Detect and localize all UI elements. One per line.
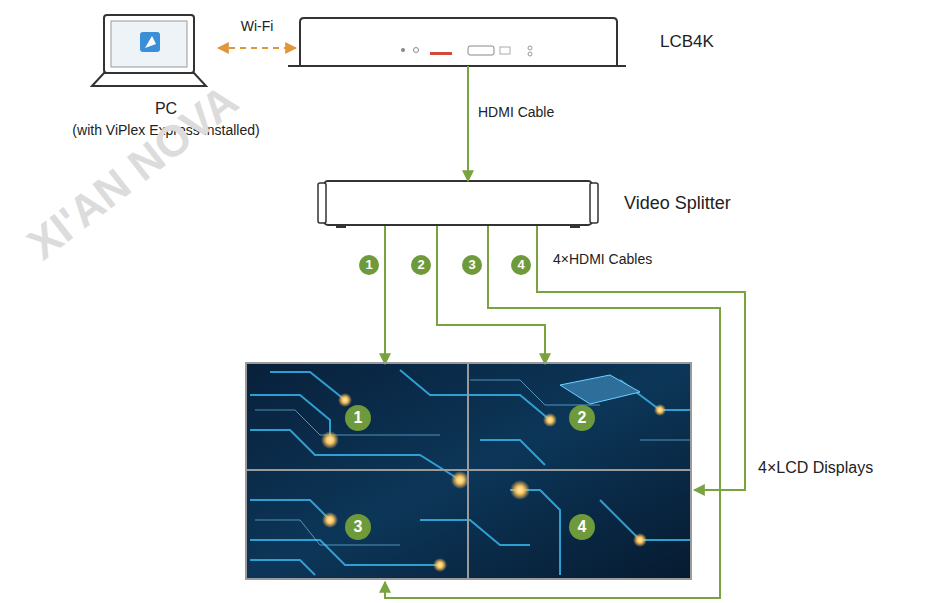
lcb4k-device bbox=[288, 18, 626, 66]
callout-number: 3 bbox=[345, 514, 371, 540]
lcb4k-node: LCB4K bbox=[300, 18, 617, 66]
connector bbox=[537, 226, 745, 490]
lcd-panel: 1 bbox=[247, 364, 470, 472]
callout-number: 3 bbox=[462, 255, 482, 275]
lcd-panel: 3 bbox=[247, 472, 470, 582]
device-name: Video Splitter bbox=[624, 193, 731, 214]
video-splitter-device bbox=[318, 181, 598, 228]
connector bbox=[385, 226, 720, 598]
callout-number: 4 bbox=[511, 255, 531, 275]
callout-number: 4 bbox=[569, 514, 595, 540]
display-name: 4×LCD Displays bbox=[758, 459, 873, 477]
lcd-panel: 4 bbox=[470, 472, 694, 582]
callout-number: 2 bbox=[411, 255, 431, 275]
connector bbox=[218, 47, 296, 49]
connector bbox=[384, 226, 386, 364]
lcd-panel-image bbox=[245, 362, 692, 580]
device-name: LCB4K bbox=[660, 32, 714, 52]
connector bbox=[437, 226, 545, 364]
video-splitter-node: Video Splitter bbox=[318, 181, 598, 226]
connector bbox=[467, 66, 469, 181]
watermark: XI'AN NOVA bbox=[18, 75, 247, 270]
lcd-wall-node: 4×LCD Displays1234 bbox=[245, 362, 692, 580]
link-label: Wi-Fi bbox=[241, 18, 274, 34]
callout-number: 1 bbox=[345, 405, 371, 431]
laptop-icon bbox=[92, 15, 206, 86]
cable-label: HDMI Cable bbox=[478, 104, 554, 120]
pc-node: PC(with ViPlex Express installed) bbox=[88, 12, 214, 88]
cable-count-label: 4×HDMI Cables bbox=[553, 251, 652, 267]
lcd-panel: 2 bbox=[470, 364, 694, 472]
callout-number: 2 bbox=[569, 405, 595, 431]
callout-number: 1 bbox=[359, 255, 379, 275]
